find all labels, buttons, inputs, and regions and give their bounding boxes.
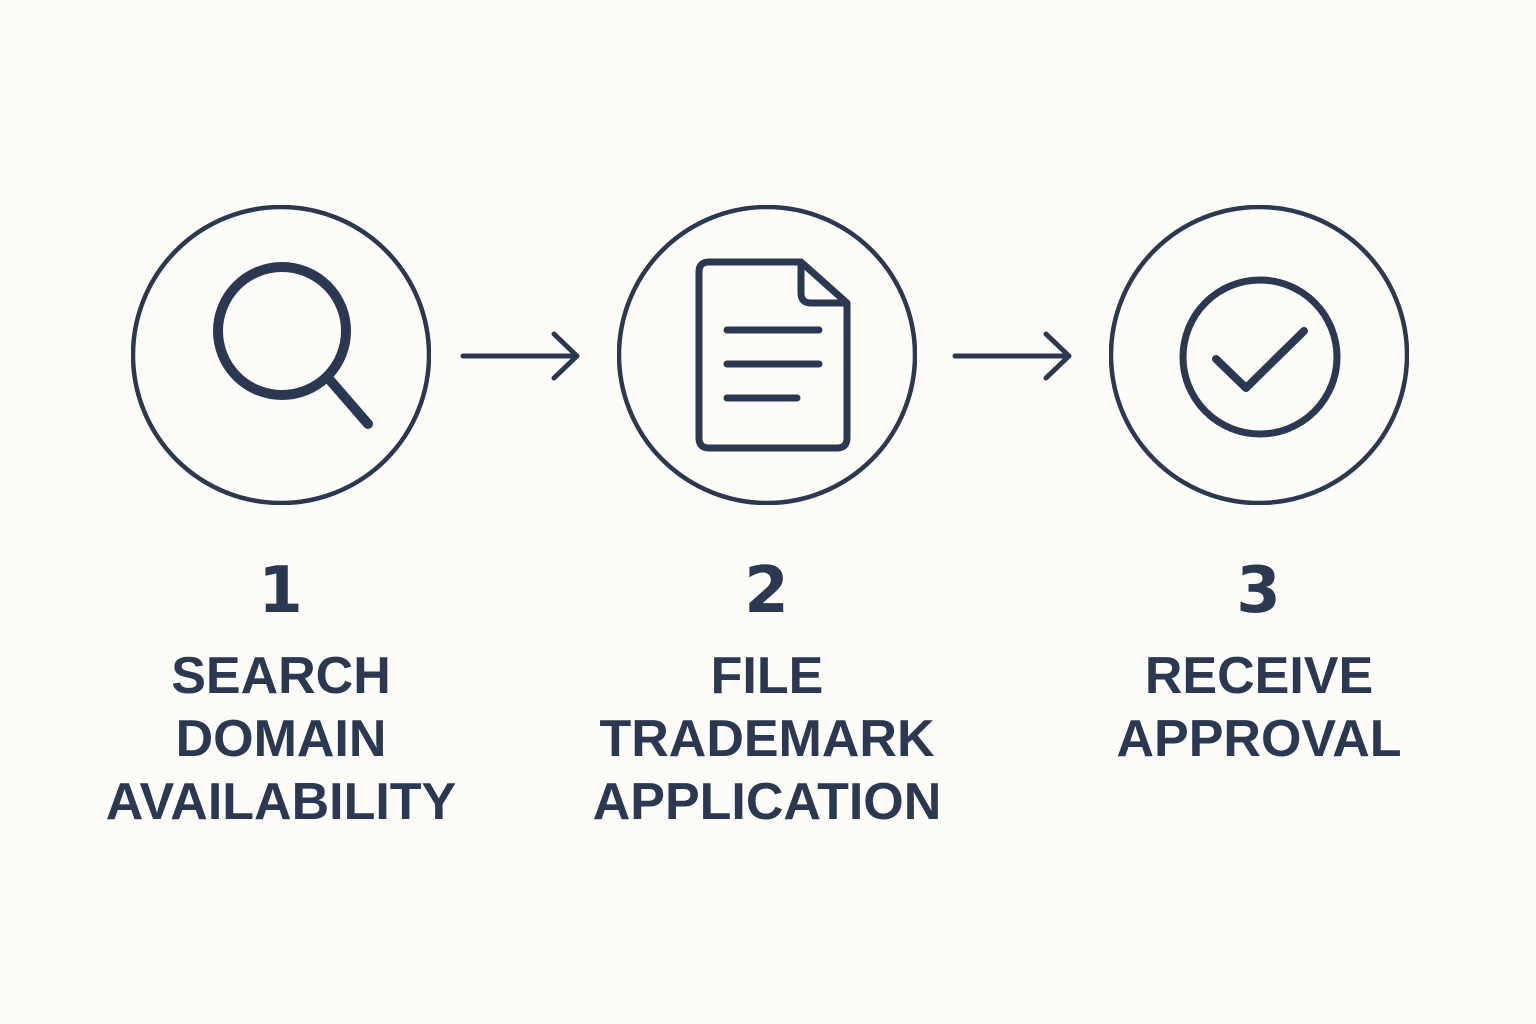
step-label-line: AVAILABILITY — [105, 773, 457, 831]
arrow-right-icon — [952, 331, 1072, 381]
checkmark-circle-icon — [1109, 205, 1409, 505]
step-number: 3 — [1236, 554, 1282, 628]
step-search-domain: 1 SEARCH DOMAIN AVAILABILITY — [71, 205, 491, 845]
step-label-line: FILE — [710, 647, 824, 705]
step-label-line: DOMAIN — [175, 710, 387, 768]
arrow-right-icon — [460, 331, 580, 381]
step-number: 1 — [258, 554, 304, 628]
search-icon — [131, 205, 431, 505]
step-label-line: SEARCH — [171, 647, 391, 705]
step-label: FILE TRADEMARK APPLICATION — [557, 645, 977, 834]
step-number: 2 — [744, 554, 790, 628]
step-label: SEARCH DOMAIN AVAILABILITY — [71, 645, 491, 834]
step-label-line: RECEIVE — [1144, 647, 1374, 705]
step-label-line: TRADEMARK — [599, 710, 935, 768]
step-label: RECEIVE APPROVAL — [1049, 645, 1469, 771]
step-file-trademark: 2 FILE TRADEMARK APPLICATION — [557, 205, 977, 845]
step-label-line: APPLICATION — [592, 773, 942, 831]
step-label-line: APPROVAL — [1116, 710, 1402, 768]
step-receive-approval: 3 RECEIVE APPROVAL — [1049, 205, 1469, 845]
document-icon — [617, 205, 917, 505]
